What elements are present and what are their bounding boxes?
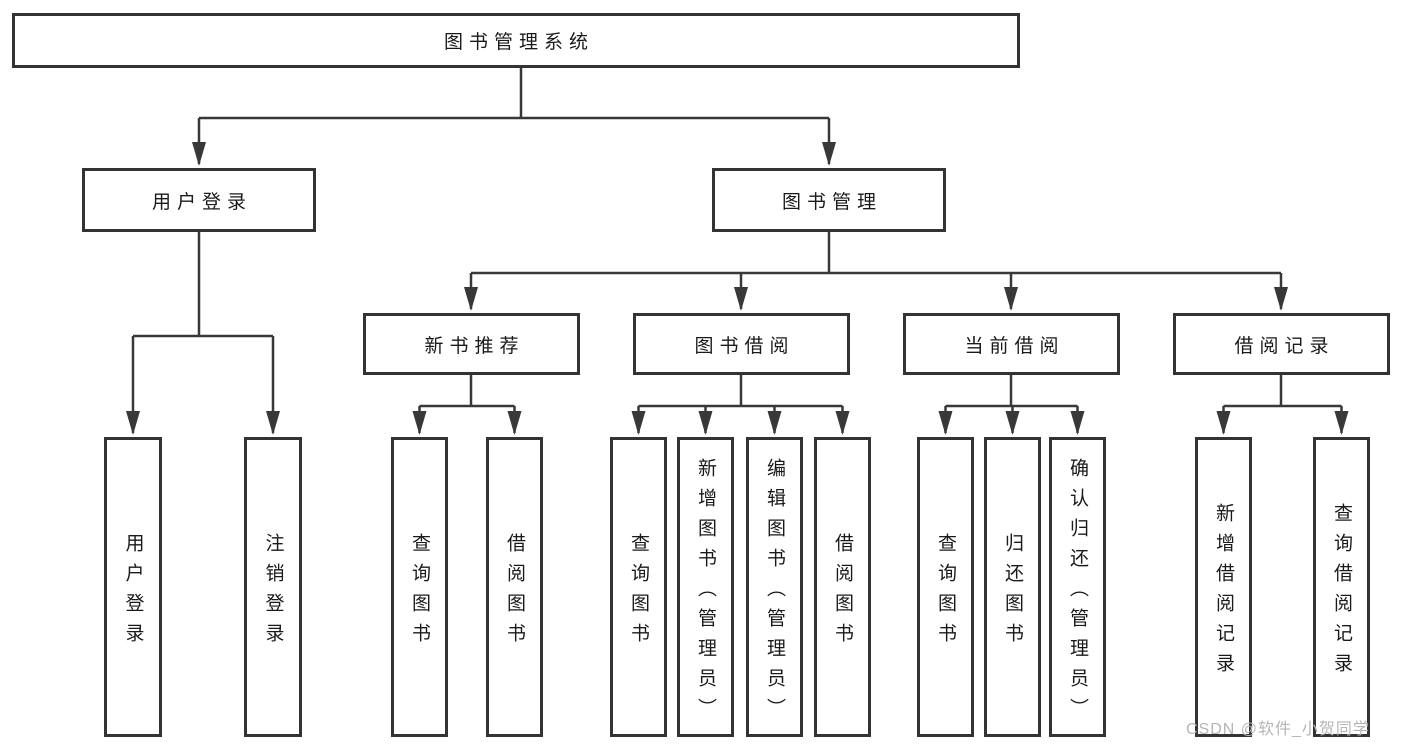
node-leaf-borrow-books-2: 借阅图书 bbox=[814, 437, 871, 737]
node-book-management: 图书管理 bbox=[712, 168, 946, 232]
node-leaf-add-borrow-record: 新增借阅记录 bbox=[1195, 437, 1252, 737]
node-label: 当前借阅 bbox=[964, 335, 1065, 357]
node-leaf-logout: 注销登录 bbox=[244, 437, 302, 737]
node-label: 查询图书 bbox=[628, 532, 649, 653]
node-leaf-borrow-books-1: 借阅图书 bbox=[486, 437, 543, 737]
node-label: 注销登录 bbox=[262, 532, 284, 653]
node-leaf-return-books: 归还图书 bbox=[984, 437, 1041, 737]
node-borrowing-records: 借阅记录 bbox=[1173, 313, 1390, 375]
node-label: 归还图书 bbox=[1002, 532, 1023, 653]
node-user-login: 用户登录 bbox=[82, 168, 316, 232]
node-leaf-query-borrow-record: 查询借阅记录 bbox=[1313, 437, 1370, 737]
node-label: 新增图书（管理员） bbox=[695, 457, 716, 728]
node-leaf-user-login: 用户登录 bbox=[104, 437, 162, 737]
node-label: 借阅记录 bbox=[1234, 335, 1335, 357]
node-root-library-system: 图书管理系统 bbox=[12, 13, 1020, 68]
node-leaf-add-books-admin: 新增图书（管理员） bbox=[677, 437, 734, 737]
node-leaf-query-books-1: 查询图书 bbox=[391, 437, 448, 737]
node-label: 查询图书 bbox=[409, 532, 430, 653]
node-label: 新增借阅记录 bbox=[1213, 502, 1234, 683]
node-leaf-edit-books-admin: 编辑图书（管理员） bbox=[746, 437, 803, 737]
node-leaf-query-books-2: 查询图书 bbox=[610, 437, 667, 737]
node-label: 用户登录 bbox=[122, 532, 144, 653]
node-label: 新书推荐 bbox=[424, 335, 525, 357]
node-leaf-confirm-return-admin: 确认归还（管理员） bbox=[1049, 437, 1106, 737]
node-book-borrowing: 图书借阅 bbox=[633, 313, 850, 375]
node-label: 用户登录 bbox=[151, 191, 252, 213]
node-label: 借阅图书 bbox=[504, 532, 525, 653]
node-label: 图书借阅 bbox=[694, 335, 795, 357]
node-label: 借阅图书 bbox=[832, 532, 853, 653]
node-current-borrowing: 当前借阅 bbox=[903, 313, 1120, 375]
node-new-book-recommendation: 新书推荐 bbox=[363, 313, 580, 375]
node-label: 查询图书 bbox=[935, 532, 956, 653]
node-label: 图书管理 bbox=[781, 191, 882, 213]
node-label: 查询借阅记录 bbox=[1331, 502, 1352, 683]
node-leaf-query-books-3: 查询图书 bbox=[917, 437, 974, 737]
node-label: 确认归还（管理员） bbox=[1067, 457, 1088, 728]
node-label: 编辑图书（管理员） bbox=[764, 457, 785, 728]
node-label: 图书管理系统 bbox=[443, 32, 594, 53]
csdn-watermark: CSDN @软件_小贺同学 bbox=[1186, 721, 1370, 738]
